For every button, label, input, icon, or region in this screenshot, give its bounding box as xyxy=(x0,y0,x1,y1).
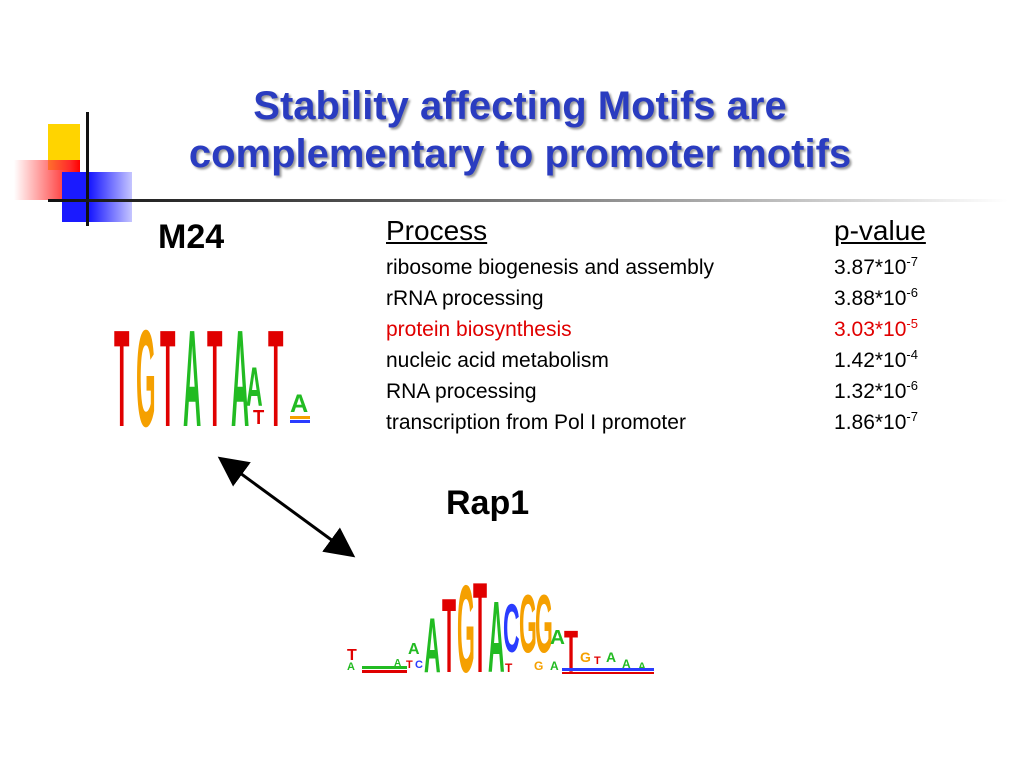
m24-letter-A3: A xyxy=(246,356,263,417)
process-cell: ribosome biogenesis and assembly xyxy=(386,255,715,279)
process-cell: protein biosynthesis xyxy=(386,317,572,341)
m24-letter-T4: T xyxy=(253,406,264,429)
m24-label: M24 xyxy=(158,218,225,256)
rap1-small-A2: A xyxy=(408,641,420,658)
pvalue-cell: 1.42*10-4 xyxy=(834,346,918,372)
rap1-small-A6: A xyxy=(638,661,646,673)
rap1-letter-G1: G xyxy=(457,559,475,676)
process-cell: RNA processing xyxy=(386,379,537,403)
rap1-letter-A2: A xyxy=(488,581,505,676)
header-process: Process xyxy=(386,215,488,246)
decor-vertical-line xyxy=(86,112,89,226)
m24-logo-glyphs: T G T A T A A T T A xyxy=(114,302,310,433)
rap1-letter-T1: T xyxy=(442,578,456,676)
rap1-letter-A1: A xyxy=(424,603,441,676)
pvalue-cell: 3.88*10-6 xyxy=(834,284,918,310)
m24-letter-A1: A xyxy=(183,302,201,433)
rap1-small-A: A xyxy=(347,661,355,673)
table-row-highlighted: protein biosynthesis 3.03*10-5 xyxy=(386,314,926,345)
table-row: nucleic acid metabolism 1.42*10-4 xyxy=(386,345,926,376)
rap1-small-A4: A xyxy=(606,649,616,665)
rap1-small-stack xyxy=(362,666,407,669)
slide-title: Stability affecting Motifs are complemen… xyxy=(130,82,910,178)
m24-letter-A4: A xyxy=(290,390,308,418)
m24-letter-T2: T xyxy=(160,302,175,433)
table-row: ribosome biogenesis and assembly 3.87*10… xyxy=(386,252,926,283)
table-row: transcription from Pol I promoter 1.86*1… xyxy=(386,407,926,438)
process-cell: nucleic acid metabolism xyxy=(386,348,609,372)
rap1-small-T: T xyxy=(347,647,357,664)
process-cell: transcription from Pol I promoter xyxy=(386,410,686,434)
header-pvalue: p-value xyxy=(834,215,926,246)
rap1-label: Rap1 xyxy=(446,484,530,522)
pvalue-cell: 1.86*10-7 xyxy=(834,408,918,434)
pvalue-cell: 3.03*10-5 xyxy=(834,315,918,341)
m24-letter-stack-small2 xyxy=(290,420,310,423)
rap1-small-T-under: T xyxy=(505,661,513,675)
rap1-sequence-logo: T A A A T C A T G T A C G G A T T G A G … xyxy=(347,555,654,676)
rap1-small-AT: A xyxy=(394,658,401,669)
m24-letter-A2: A xyxy=(231,302,249,433)
table-row: RNA processing 1.32*10-6 xyxy=(386,376,926,407)
rap1-trail-stack xyxy=(562,668,654,671)
rap1-letter-C: C xyxy=(503,589,520,667)
rap1-letter-T2: T xyxy=(473,555,487,676)
pvalue-cell: 1.32*10-6 xyxy=(834,377,918,403)
title-divider-line xyxy=(48,199,1008,202)
pvalue-cell: 3.87*10-7 xyxy=(834,253,918,279)
table-row: rRNA processing 3.88*10-6 xyxy=(386,283,926,314)
m24-letter-T1: T xyxy=(114,302,129,433)
rap1-letter-G3: G xyxy=(535,577,553,670)
m24-letter-T3: T xyxy=(207,302,222,433)
rap1-small-A3: A xyxy=(550,659,559,673)
decor-blue-square xyxy=(62,172,132,222)
rap1-small-G: G xyxy=(534,659,543,673)
rap1-small-stack2 xyxy=(362,670,407,673)
m24-letter-T5: T xyxy=(268,302,283,433)
rap1-small-G2: G xyxy=(580,649,591,665)
rap1-letter-A3: A xyxy=(550,626,565,649)
m24-letter-stack-small xyxy=(290,416,310,419)
rap1-small-TC: T xyxy=(406,659,413,671)
rap1-letter-T3: T xyxy=(564,618,578,676)
rap1-small-A5: A xyxy=(622,657,631,671)
rap1-small-C: C xyxy=(415,659,423,671)
table-header-row: Process p-value xyxy=(386,214,926,252)
rap1-letter-G2: G xyxy=(519,577,537,670)
process-pvalue-table: Process p-value ribosome biogenesis and … xyxy=(386,214,926,438)
rap1-small-T3: T xyxy=(594,655,601,667)
rap1-trail-stack2 xyxy=(562,672,654,674)
m24-letter-G: G xyxy=(136,302,156,433)
slide-title-line1: Stability affecting Motifs are xyxy=(253,84,787,128)
process-cell: rRNA processing xyxy=(386,286,544,310)
slide-title-line2: complementary to promoter motifs xyxy=(188,132,852,176)
